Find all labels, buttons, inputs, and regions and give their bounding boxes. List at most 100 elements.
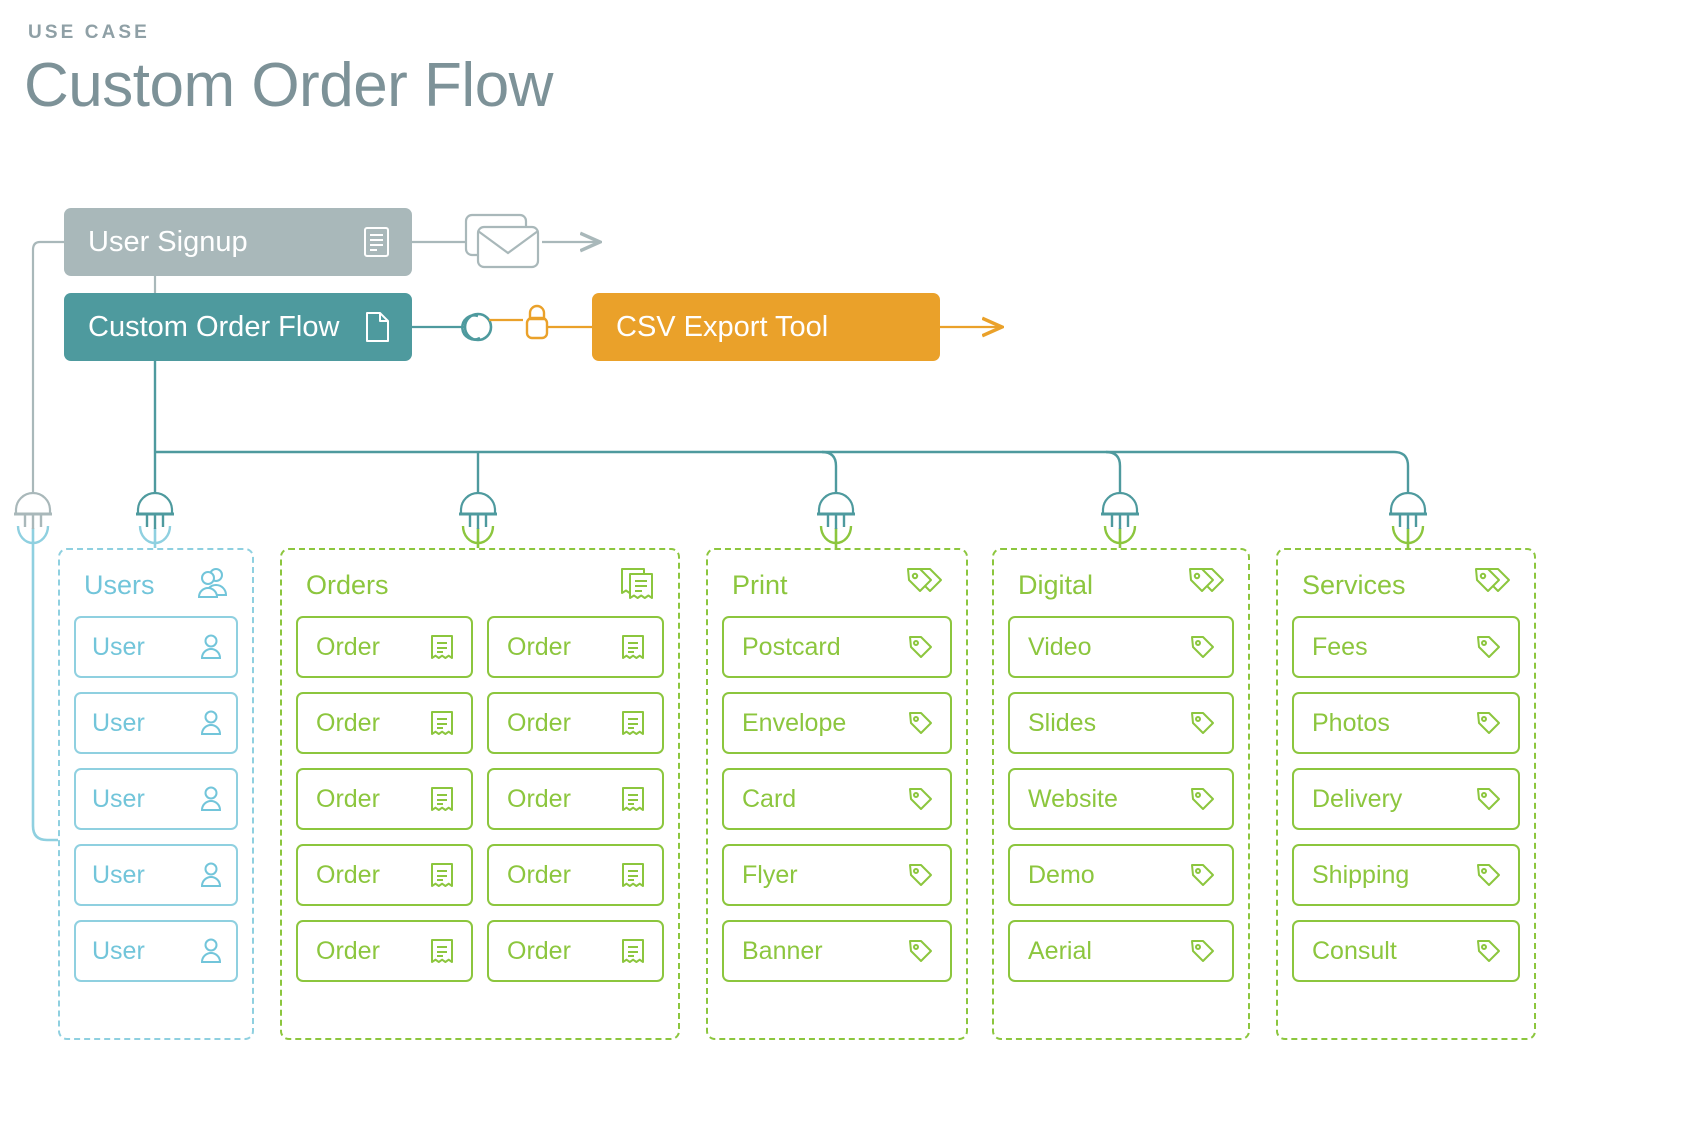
list-item[interactable]: Website [1008,768,1234,830]
list-item[interactable]: User [74,692,238,754]
plug-connector-icon [1389,491,1427,545]
item-label: Order [316,860,380,889]
list-item[interactable]: Banner [722,920,952,982]
item-label: Order [507,708,571,737]
document-lines-icon [363,226,390,258]
item-label: Envelope [742,708,847,737]
item-label: Flyer [742,860,798,889]
list-item[interactable]: Envelope [722,692,952,754]
list-item[interactable]: User [74,844,238,906]
group-orders: Orders Order Order [280,548,680,1040]
tag-icon [906,938,934,964]
tag-icon [1474,938,1502,964]
user-icon [200,938,222,964]
item-label: User [92,708,145,737]
list-item[interactable]: Fees [1292,616,1520,678]
item-label: Website [1028,784,1118,813]
group-print: Print Postcard Envelope [706,548,968,1040]
page-title: Custom Order Flow [24,51,553,120]
plug-connector-icon [817,491,855,545]
list-item[interactable]: Order [296,692,473,754]
list-item[interactable]: Order [296,844,473,906]
group-header-users: Users [74,564,238,606]
receipt-icon [429,937,455,965]
group-digital: Digital Video Slides [992,548,1250,1040]
list-item[interactable]: Shipping [1292,844,1520,906]
list-item[interactable]: Order [296,768,473,830]
receipt-icon [429,785,455,813]
tag-icon [1474,786,1502,812]
item-label: Delivery [1312,784,1403,813]
tag-icon [1188,786,1216,812]
receipt-icon [429,709,455,737]
receipt-icon [620,709,646,737]
list-item[interactable]: Order [487,844,664,906]
list-item[interactable]: Order [487,616,664,678]
group-column: Postcard Envelope Card [722,616,952,982]
group-body-print: Postcard Envelope Card [722,616,952,982]
item-label: Order [316,936,380,965]
group-column: Order Order Order [487,616,664,982]
group-header-services: Services [1292,564,1520,606]
plug-connector-icon [1101,491,1139,545]
list-item[interactable]: Order [487,692,664,754]
user-icon [200,710,222,736]
list-item[interactable]: User [74,920,238,982]
tag-icon [906,710,934,736]
tag-icon [906,786,934,812]
list-item[interactable]: User [74,768,238,830]
item-label: Consult [1312,936,1397,965]
double-tag-icon [1186,566,1226,605]
group-column: User User User [74,616,238,982]
item-label: Fees [1312,632,1368,661]
list-item[interactable]: Order [487,920,664,982]
item-label: Video [1028,632,1092,661]
list-item[interactable]: Video [1008,616,1234,678]
list-item[interactable]: Slides [1008,692,1234,754]
list-item[interactable]: Flyer [722,844,952,906]
list-item[interactable]: Aerial [1008,920,1234,982]
flow-box-label: Custom Order Flow [88,310,340,343]
flow-box-label: User Signup [88,225,248,258]
group-users: Users User User [58,548,254,1040]
group-title: Orders [306,569,389,600]
list-item[interactable]: Consult [1292,920,1520,982]
list-item[interactable]: Demo [1008,844,1234,906]
list-item[interactable]: Photos [1292,692,1520,754]
receipt-icon [620,937,646,965]
group-header-orders: Orders [296,564,664,606]
list-item[interactable]: Postcard [722,616,952,678]
item-label: User [92,936,145,965]
item-label: Order [507,784,571,813]
stacked-receipt-icon [618,566,656,605]
tag-icon [1188,710,1216,736]
list-item[interactable]: Card [722,768,952,830]
item-label: Order [507,860,571,889]
list-item[interactable]: User [74,616,238,678]
receipt-icon [620,785,646,813]
list-item[interactable]: Order [296,920,473,982]
flow-box-user-signup[interactable]: User Signup [64,208,412,276]
tag-icon [1188,634,1216,660]
flow-box-label: CSV Export Tool [616,310,829,343]
item-label: Photos [1312,708,1390,737]
flow-box-custom-order-flow[interactable]: Custom Order Flow [64,293,412,361]
group-body-services: Fees Photos Delivery [1292,616,1520,982]
double-tag-icon [1472,566,1512,605]
plug-connector-icon [459,491,497,545]
list-item[interactable]: Order [296,616,473,678]
multi-user-icon [196,567,230,604]
list-item[interactable]: Delivery [1292,768,1520,830]
group-column: Order Order Order [296,616,473,982]
group-column: Video Slides Website [1008,616,1234,982]
receipt-icon [620,861,646,889]
item-label: Postcard [742,632,841,661]
list-item[interactable]: Order [487,768,664,830]
tag-icon [906,862,934,888]
item-label: Aerial [1028,936,1092,965]
group-title: Users [84,569,155,600]
plug-connector-icon [136,491,174,545]
flow-box-csv-export-tool[interactable]: CSV Export Tool [592,293,940,361]
receipt-icon [429,861,455,889]
